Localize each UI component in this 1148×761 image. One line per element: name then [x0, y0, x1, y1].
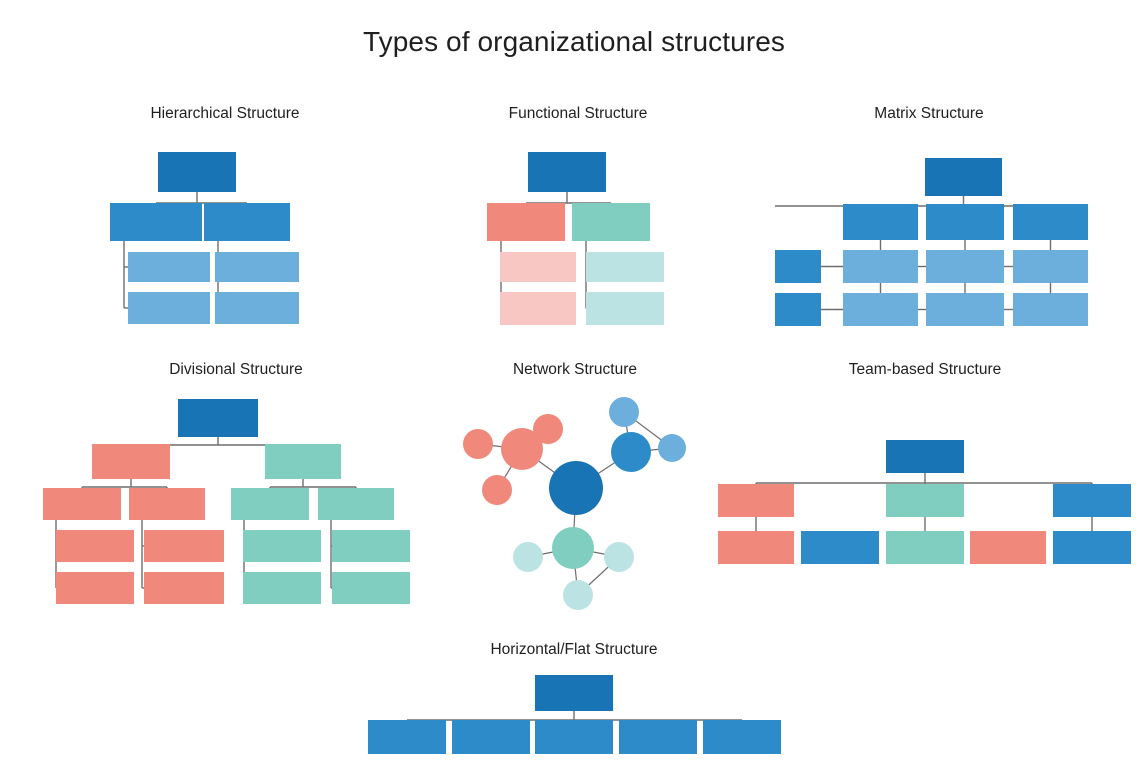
matrix-box-row-1[interactable] [775, 250, 821, 283]
nodes-matrix [775, 158, 1088, 326]
divisional-box-div-b2-c2[interactable] [332, 572, 410, 604]
functional-box-level2-a[interactable] [487, 203, 565, 241]
network-node-teal-hub[interactable] [552, 527, 594, 569]
nodes-hierarchical [110, 152, 299, 324]
divisional-box-div-a2-c2[interactable] [144, 572, 224, 604]
team-based-box-member-3[interactable] [886, 531, 964, 564]
chart-label-functional: Functional Structure [508, 105, 648, 122]
hierarchical-box-level3-b1[interactable] [215, 252, 299, 282]
hierarchical-box-level3-a2[interactable] [128, 292, 210, 324]
matrix-box-row-2[interactable] [775, 293, 821, 326]
network-node-salmon-node-3[interactable] [482, 475, 512, 505]
network-node-hub[interactable] [549, 461, 603, 515]
hierarchical-box-root[interactable] [158, 152, 236, 192]
chart-label-team-based: Team-based Structure [848, 361, 1002, 378]
chart-label-matrix: Matrix Structure [874, 105, 984, 122]
chart-network [463, 397, 686, 610]
nodes-team-based [718, 440, 1131, 564]
hierarchical-box-level3-b2[interactable] [215, 292, 299, 324]
chart-hierarchical [110, 152, 299, 324]
horizontal-flat-box-unit-3[interactable] [535, 720, 613, 754]
divisional-box-div-b2[interactable] [318, 488, 394, 520]
team-based-box-member-4[interactable] [970, 531, 1046, 564]
nodes-functional [487, 152, 664, 325]
horizontal-flat-box-unit-4[interactable] [619, 720, 697, 754]
network-node-teal-node-1[interactable] [513, 542, 543, 572]
matrix-box-cell-11[interactable] [843, 250, 918, 283]
divisional-box-div-a1[interactable] [43, 488, 121, 520]
divisional-box-div-b1-c1[interactable] [243, 530, 321, 562]
team-based-box-team-1[interactable] [718, 484, 794, 517]
network-node-salmon-node-2[interactable] [533, 414, 563, 444]
functional-box-level2-b[interactable] [572, 203, 650, 241]
divisional-box-div-b[interactable] [265, 444, 341, 479]
connectors-horizontal-flat [407, 711, 742, 721]
divisional-box-div-b1-c2[interactable] [243, 572, 321, 604]
chart-label-horizontal-flat: Horizontal/Flat Structure [490, 641, 658, 658]
matrix-box-cell-22[interactable] [926, 293, 1004, 326]
network-node-teal-node-2[interactable] [604, 542, 634, 572]
divisional-box-root[interactable] [178, 399, 258, 437]
divisional-box-div-a2[interactable] [129, 488, 205, 520]
chart-team-based [718, 440, 1131, 564]
functional-box-level3-b2[interactable] [586, 292, 664, 325]
team-based-box-member-1[interactable] [718, 531, 794, 564]
network-node-blue-node-1[interactable] [609, 397, 639, 427]
divisional-box-div-a1-c1[interactable] [56, 530, 134, 562]
matrix-box-root[interactable] [925, 158, 1002, 196]
chart-label-divisional: Divisional Structure [169, 361, 303, 378]
chart-label-hierarchical: Hierarchical Structure [150, 105, 300, 122]
hierarchical-box-level2-a[interactable] [110, 203, 202, 241]
functional-box-level3-a2[interactable] [500, 292, 576, 325]
network-node-blue-node-2[interactable] [658, 434, 686, 462]
functional-box-level3-a1[interactable] [500, 252, 576, 282]
nodes-divisional [43, 399, 410, 604]
horizontal-flat-box-root[interactable] [535, 675, 613, 711]
chart-matrix [775, 158, 1088, 326]
matrix-box-col-1[interactable] [843, 204, 918, 240]
horizontal-flat-box-unit-1[interactable] [368, 720, 446, 754]
page-title: Types of organizational structures [362, 26, 786, 57]
chart-label-network: Network Structure [512, 361, 638, 378]
network-node-salmon-node-1[interactable] [463, 429, 493, 459]
nodes-horizontal-flat [368, 675, 781, 754]
nodes-network [463, 397, 686, 610]
divisional-box-div-a2-c1[interactable] [144, 530, 224, 562]
hierarchical-box-level2-b[interactable] [204, 203, 290, 241]
network-node-blue-hub[interactable] [611, 432, 651, 472]
divisional-box-div-b2-c1[interactable] [332, 530, 410, 562]
team-based-box-member-5[interactable] [1053, 531, 1131, 564]
matrix-box-cell-12[interactable] [926, 250, 1004, 283]
matrix-box-col-2[interactable] [926, 204, 1004, 240]
horizontal-flat-box-unit-5[interactable] [703, 720, 781, 754]
divisional-box-div-b1[interactable] [231, 488, 309, 520]
team-based-box-team-2[interactable] [886, 484, 964, 517]
chart-functional [487, 152, 664, 325]
hierarchical-box-level3-a1[interactable] [128, 252, 210, 282]
functional-box-level3-b1[interactable] [586, 252, 664, 282]
team-based-box-root[interactable] [886, 440, 964, 473]
team-based-box-member-2[interactable] [801, 531, 879, 564]
divisional-box-div-a[interactable] [92, 444, 170, 479]
chart-divisional [43, 399, 410, 604]
network-node-teal-node-3[interactable] [563, 580, 593, 610]
matrix-box-col-3[interactable] [1013, 204, 1088, 240]
network-node-salmon-hub[interactable] [501, 428, 543, 470]
functional-box-root[interactable] [528, 152, 606, 192]
connectors-team-based [755, 473, 1093, 531]
team-based-box-team-3[interactable] [1053, 484, 1131, 517]
matrix-box-cell-23[interactable] [1013, 293, 1088, 326]
divisional-box-div-a1-c2[interactable] [56, 572, 134, 604]
matrix-box-cell-13[interactable] [1013, 250, 1088, 283]
matrix-box-cell-21[interactable] [843, 293, 918, 326]
horizontal-flat-box-unit-2[interactable] [452, 720, 530, 754]
chart-horizontal-flat [368, 675, 781, 754]
